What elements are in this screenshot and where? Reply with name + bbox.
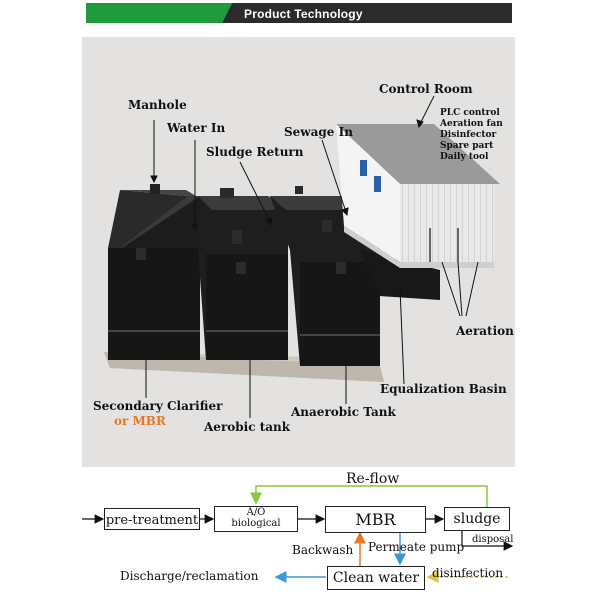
control-item-2: Disinfector [440,130,497,140]
aerobic-tank [198,188,288,360]
secondary-clarifier-tank [108,184,200,360]
flow-box-clean-water: Clean water [327,566,425,590]
flow-box-ao-biological: A/O biological [214,506,298,532]
flow-discharge-label: Discharge/reclamation [120,569,259,583]
control-item-4: Daily tool [440,152,489,162]
label-aeration: Aeration [456,324,514,338]
control-item-0: PLC control [440,108,500,118]
flow-reflow-label: Re-flow [346,471,400,487]
label-secondary-clarifier: Secondary Clarifier [93,399,223,413]
flow-permeate-label: Permeate pump [368,540,465,554]
label-equalization-basin: Equalization Basin [380,382,507,396]
flow-backwash-label: Backwash [292,543,354,557]
leader-lines [145,95,479,418]
flow-disinfection-label: disinfection [432,566,504,580]
sludge-label: sludge [453,511,501,527]
label-aerobic-tank: Aerobic tank [204,420,291,434]
anaerobic-tank [270,186,380,366]
equalization-basin [360,250,440,300]
ao-label-line2: biological [231,518,281,529]
label-manhole: Manhole [128,98,187,112]
label-control-room: Control Room [379,82,473,96]
pre-treatment-label: pre-treatment [105,513,199,528]
control-room-building [336,124,500,268]
header-banner [86,3,512,23]
clean-water-label: Clean water [332,570,420,586]
label-sludge-return: Sludge Return [206,145,304,159]
mbr-label: MBR [355,510,396,529]
label-or-mbr: or MBR [114,414,166,428]
header-title: Product Technology [244,7,363,21]
label-water-in: Water In [167,121,226,135]
flow-disposal-label: disposal [472,534,514,545]
ao-label-line1: A/O [246,507,266,518]
flow-box-sludge: sludge [444,507,510,531]
section-header: Product Technology [0,0,600,30]
label-anaerobic-tank: Anaerobic Tank [291,405,396,419]
flow-box-mbr: MBR [325,506,426,533]
control-item-3: Spare part [440,141,494,151]
flow-box-pre-treatment: pre-treatment [104,508,200,530]
control-item-1: Aeration fan [440,119,503,129]
label-sewage-in: Sewage In [284,125,353,139]
